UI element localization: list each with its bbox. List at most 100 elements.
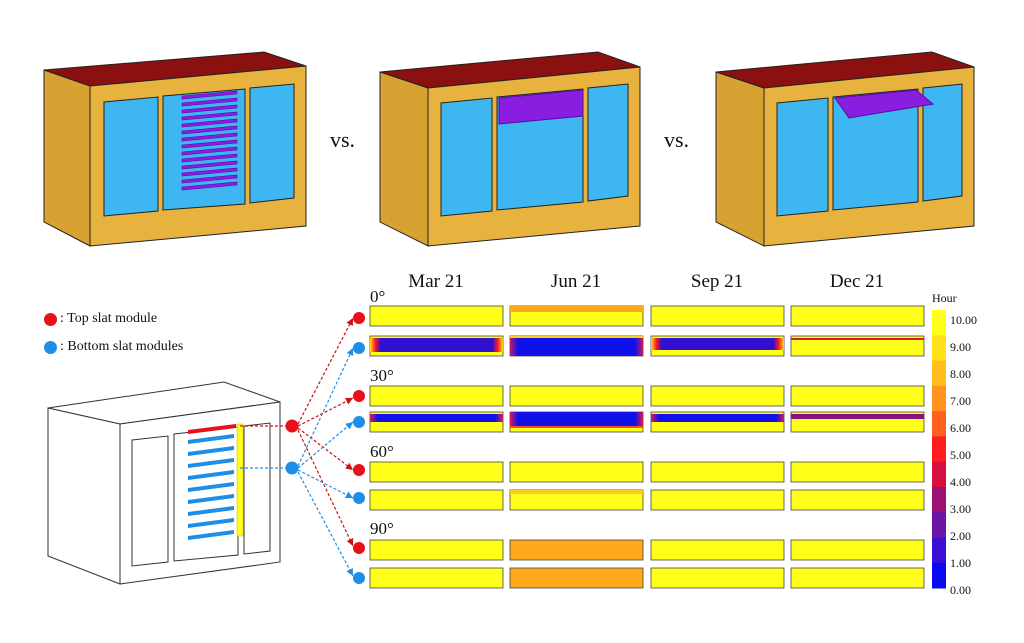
colorbar-tick-label: 7.00 <box>950 394 971 408</box>
cell-60-top-jun <box>509 461 644 483</box>
cell-0-bottom-mar <box>369 335 504 357</box>
cell-90-top-dec <box>790 539 925 561</box>
colorbar-tick-label: 1.00 <box>950 556 971 570</box>
cell-90-bottom-mar <box>369 567 504 589</box>
colorbar-tick-label: 0.00 <box>950 583 971 597</box>
row-dot-bottom-0 <box>353 342 365 354</box>
colorbar-segment <box>932 411 946 437</box>
cell-90-bottom-jun <box>509 567 644 589</box>
cell-0-top-mar <box>369 305 504 327</box>
month-label-jun: Jun 21 <box>550 271 602 292</box>
cell-30-bottom-jun <box>509 411 644 433</box>
row-dot-top-60 <box>353 464 365 476</box>
vs-label-1: vs. <box>330 127 356 152</box>
angle-label-90: 90° <box>370 519 394 538</box>
colorbar-segment <box>932 512 946 538</box>
row-dots <box>353 312 365 584</box>
cell-60-top-dec <box>790 461 925 483</box>
side-wall <box>715 71 765 247</box>
legend-bottom-label: : Bottom slat modules <box>60 339 184 354</box>
colorbar-segment <box>932 385 946 412</box>
cell-90-bottom-sep <box>650 567 785 589</box>
colorbar-segment <box>932 461 946 488</box>
side-wall <box>379 71 429 247</box>
colorbar-title: Hour <box>932 291 957 305</box>
colorbar-segment <box>932 335 946 362</box>
legend-bottom-dot <box>44 341 57 354</box>
module-slats <box>188 423 290 540</box>
cell-30-top-sep <box>650 385 785 407</box>
colorbar-tick-label: 2.00 <box>950 529 971 543</box>
outline-window-right <box>243 422 271 555</box>
colorbar-tick-label: 4.00 <box>950 475 971 489</box>
cell-90-top-jun <box>509 539 644 561</box>
cell-30-top-dec <box>790 385 925 407</box>
cell-60-bottom-sep <box>650 489 785 511</box>
cell-30-bottom-sep <box>650 411 785 433</box>
cell-60-top-mar <box>369 461 504 483</box>
building-single-slat <box>379 51 641 247</box>
cell-30-top-mar <box>369 385 504 407</box>
cell-0-bottom-jun <box>509 335 644 357</box>
colorbar-segment <box>932 310 946 336</box>
top-slat <box>188 424 236 434</box>
colorbar-tick-label: 10.00 <box>950 313 977 327</box>
colorbar-segment <box>932 360 946 387</box>
colorbar <box>932 310 946 589</box>
colorbar-tick-label: 3.00 <box>950 502 971 516</box>
cell-0-bottom-dec <box>790 335 925 357</box>
colorbar-segment <box>932 486 946 513</box>
cell-90-top-mar <box>369 539 504 561</box>
cell-30-top-jun <box>509 385 644 407</box>
building-tilted-slat <box>715 51 975 247</box>
cell-90-top-sep <box>650 539 785 561</box>
row-dot-bottom-30 <box>353 416 365 428</box>
slat-horizontal <box>498 89 584 125</box>
cell-60-bottom-dec <box>790 489 925 511</box>
glass-right <box>587 83 629 202</box>
glass-left <box>103 96 159 217</box>
cell-0-bottom-sep <box>650 335 785 357</box>
cell-0-top-sep <box>650 305 785 327</box>
row-dot-bottom-90 <box>353 572 365 584</box>
glass-right <box>249 83 295 204</box>
colorbar-segment <box>932 436 946 463</box>
legend-top-dot <box>44 313 57 326</box>
cell-30-bottom-mar <box>369 411 504 433</box>
month-label-sep: Sep 21 <box>690 271 744 292</box>
outline-window-left <box>131 435 169 567</box>
vs-label-2: vs. <box>664 127 690 152</box>
colorbar-tick-label: 5.00 <box>950 448 971 462</box>
cell-0-top-dec <box>790 305 925 327</box>
legend-top-label: : Top slat module <box>60 311 158 326</box>
glass-center <box>832 88 919 211</box>
building-multi-slat <box>43 51 307 247</box>
colorbar-tick-label: 9.00 <box>950 340 971 354</box>
angle-label-60: 60° <box>370 442 394 461</box>
cell-90-bottom-dec <box>790 567 925 589</box>
cell-60-bottom-mar <box>369 489 504 511</box>
angle-label-30: 30° <box>370 366 394 385</box>
cell-60-top-sep <box>650 461 785 483</box>
cell-60-bottom-jun <box>509 489 644 511</box>
slat-tilted <box>834 89 935 119</box>
top-module-dot <box>285 419 299 433</box>
heatmap-grid <box>369 305 925 589</box>
row-dot-top-90 <box>353 542 365 554</box>
cell-0-top-jun <box>509 305 644 327</box>
colorbar-segment <box>932 562 946 589</box>
side-wall <box>43 69 91 247</box>
month-label-dec: Dec 21 <box>829 271 885 292</box>
glass-left <box>440 97 493 217</box>
month-label-mar: Mar 21 <box>408 271 464 292</box>
row-dot-top-30 <box>353 390 365 402</box>
building-outline <box>47 381 281 585</box>
slat-stack <box>181 90 238 191</box>
row-dot-top-0 <box>353 312 365 324</box>
connection-arrows <box>297 317 354 577</box>
sensor-strip <box>236 423 244 537</box>
glass-left <box>776 97 829 217</box>
row-dot-bottom-60 <box>353 492 365 504</box>
colorbar-tick-label: 8.00 <box>950 367 971 381</box>
bottom-module-dot <box>285 461 299 475</box>
